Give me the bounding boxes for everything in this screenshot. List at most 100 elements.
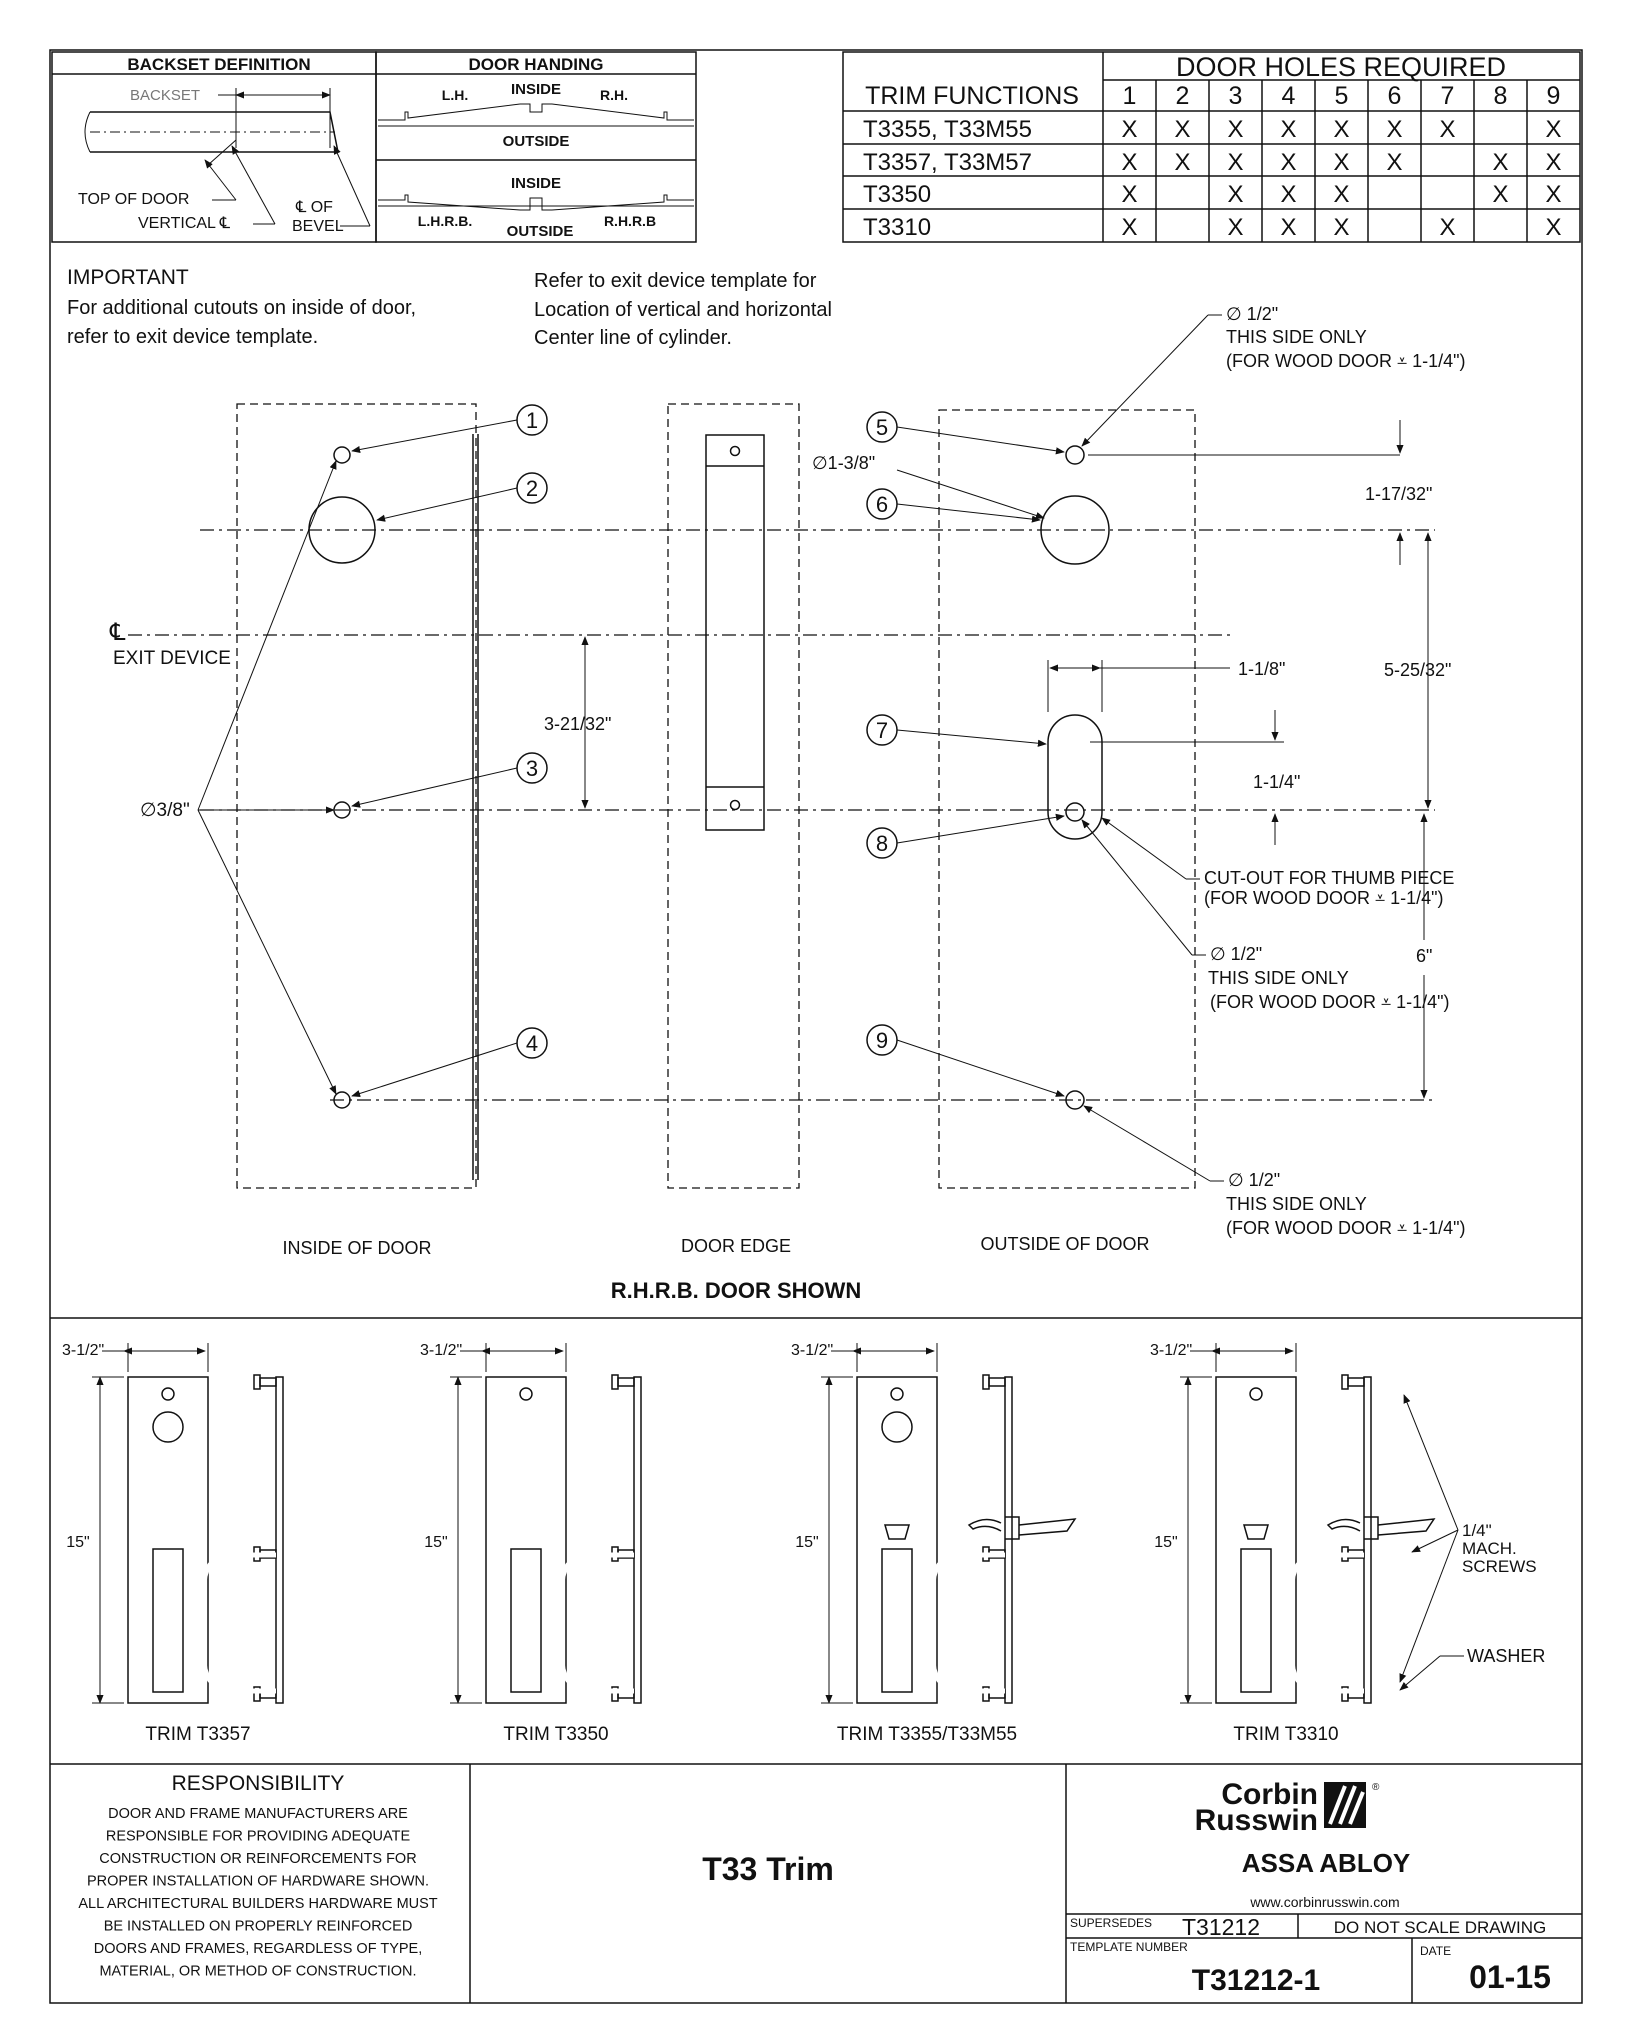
hole-cell: X [1545, 116, 1561, 143]
refer-line-3: Center line of cylinder. [534, 327, 732, 349]
callout-number: 3 [526, 756, 538, 781]
dim-6: 6" [1416, 946, 1432, 966]
date-value: 01-15 [1469, 1959, 1551, 1995]
hole-cell: X [1333, 149, 1349, 176]
column-header: 3 [1229, 82, 1243, 110]
column-header: 7 [1441, 82, 1455, 110]
dim-5-25-32: 5-25/32" [1384, 660, 1451, 680]
trim-leaders [1399, 1394, 1464, 1691]
hole-cell: X [1121, 149, 1137, 176]
backset-label: BACKSET [130, 87, 200, 104]
callout-9: 9 [866, 1024, 898, 1056]
washer-label: WASHER [1467, 1646, 1545, 1666]
column-header: 5 [1335, 82, 1349, 110]
responsibility-line: RESPONSIBLE FOR PROVIDING ADEQUATE [106, 1829, 411, 1845]
trim-height-dim: 15" [424, 1534, 447, 1551]
responsibility-line: DOORS AND FRAMES, REGARDLESS OF TYPE, [94, 1941, 422, 1957]
for-wood-door-top: (FOR WOOD DOOR ⩡ 1-1/4") [1226, 351, 1466, 371]
door-handing-box: DOOR HANDING L.H. INSIDE R.H. OUTSIDE IN… [375, 51, 697, 243]
hole-cell: X [1280, 149, 1296, 176]
responsibility-title: RESPONSIBILITY [172, 1772, 345, 1795]
assa-abloy-logo: ASSA ABLOY [1242, 1848, 1411, 1878]
trim-width-dim: 3-1/2" [62, 1342, 104, 1359]
svg-text:Russwin: Russwin [1195, 1804, 1318, 1837]
hole-cell: X [1545, 214, 1561, 241]
handing-rh: R.H. [600, 87, 628, 103]
backset-definition-title: BACKSET DEFINITION [127, 55, 310, 74]
callout-number: 8 [876, 831, 888, 856]
hole-cell: X [1439, 116, 1455, 143]
callout-number: 6 [876, 492, 888, 517]
template-number-value: T31212-1 [1192, 1964, 1320, 1997]
hole-cell: X [1227, 181, 1243, 208]
vertical-cl-label: VERTICAL ℄ [138, 215, 231, 232]
dia-3-8-label: ∅3/8" [140, 800, 190, 821]
hole-cell: X [1227, 149, 1243, 176]
callout-5: 5 [866, 411, 898, 443]
handing-outside-1: OUTSIDE [503, 133, 570, 150]
hole-cell: X [1333, 116, 1349, 143]
hole-cell: X [1280, 214, 1296, 241]
column-header: 2 [1176, 82, 1190, 110]
door-edge-label: DOOR EDGE [681, 1236, 791, 1256]
responsibility-line: ALL ARCHITECTURAL BUILDERS HARDWARE MUST [78, 1896, 437, 1912]
top-of-door-label: TOP OF DOOR [78, 191, 189, 208]
hole-cell: X [1121, 214, 1137, 241]
hole-cell: X [1333, 181, 1349, 208]
for-wood-door-mid: (FOR WOOD DOOR ⩡ 1-1/4") [1210, 992, 1450, 1012]
responsibility-line: PROPER INSTALLATION OF HARDWARE SHOWN. [87, 1874, 429, 1890]
important-line-2: refer to exit device template. [67, 326, 318, 348]
hole-cell: X [1174, 116, 1190, 143]
trim-view-1: 3-1/2"15"TRIM T3357 [62, 1342, 284, 1745]
corbin-russwin-logo: Corbin Russwin ® [1195, 1778, 1380, 1837]
inside-of-door-view [236, 403, 479, 1189]
hole-cell: X [1333, 214, 1349, 241]
important-line-1: For additional cutouts on inside of door… [67, 297, 416, 319]
door-shown-label: R.H.R.B. DOOR SHOWN [611, 1278, 862, 1303]
important-title: IMPORTANT [67, 266, 189, 289]
this-side-only-mid: THIS SIDE ONLY [1208, 968, 1349, 988]
trim-view-4: 3-1/2"15"TRIM T3310 [1150, 1342, 1436, 1745]
handing-outside-2: OUTSIDE [507, 223, 574, 240]
callout-number: 1 [526, 408, 538, 433]
trim-width-dim: 3-1/2" [1150, 1342, 1192, 1359]
backset-definition-box: BACKSET DEFINITION BACKSET TOP OF DOOR V… [51, 51, 377, 243]
template-number-label: TEMPLATE NUMBER [1070, 1940, 1188, 1954]
callout-1: 1 [516, 404, 548, 436]
callout-2: 2 [516, 472, 548, 504]
hole-cell: X [1386, 116, 1402, 143]
mach-screws-2: MACH. [1462, 1539, 1517, 1558]
column-header: 4 [1282, 82, 1296, 110]
trim-label: TRIM T3350 [503, 1724, 608, 1745]
trim-function-name: T3310 [863, 214, 931, 241]
do-not-scale: DO NOT SCALE DRAWING [1334, 1918, 1547, 1937]
drawing-border [49, 49, 1583, 2004]
hole-cell: X [1227, 214, 1243, 241]
hole-cell: X [1121, 116, 1137, 143]
dia-1-2-top: ∅ 1/2" [1226, 304, 1278, 324]
responsibility-line: CONSTRUCTION OR REINFORCEMENTS FOR [99, 1851, 416, 1867]
trim-view-2: 3-1/2" 15" TRIM T3350 [420, 1342, 642, 1745]
trim-height-dim: 15" [66, 1534, 89, 1551]
product-title: T33 Trim [702, 1851, 834, 1887]
callouts-outside [896, 426, 1065, 1097]
hole-cell: X [1545, 181, 1561, 208]
dim-3-21-32: 3-21/32" [544, 714, 611, 734]
door-holes-title: DOOR HOLES REQUIRED [1176, 52, 1506, 82]
hole-cell: X [1492, 149, 1508, 176]
column-header: 6 [1388, 82, 1402, 110]
hole-cell: X [1386, 149, 1402, 176]
callout-number: 5 [876, 415, 888, 440]
refer-line-1: Refer to exit device template for [534, 270, 817, 292]
dim-1-17-32: 1-17/32" [1365, 484, 1432, 504]
trim-width-dim: 3-1/2" [420, 1342, 462, 1359]
responsibility-line: MATERIAL, OR METHOD OF CONSTRUCTION. [99, 1964, 416, 1980]
handing-lhrb: L.H.R.B. [418, 213, 472, 229]
inside-of-door-label: INSIDE OF DOOR [282, 1238, 431, 1258]
trim-label: TRIM T3355/T33M55 [837, 1724, 1017, 1745]
svg-text:Corbin: Corbin [1221, 1778, 1318, 1811]
callout-number: 4 [526, 1031, 538, 1056]
callout-6: 6 [866, 488, 898, 520]
